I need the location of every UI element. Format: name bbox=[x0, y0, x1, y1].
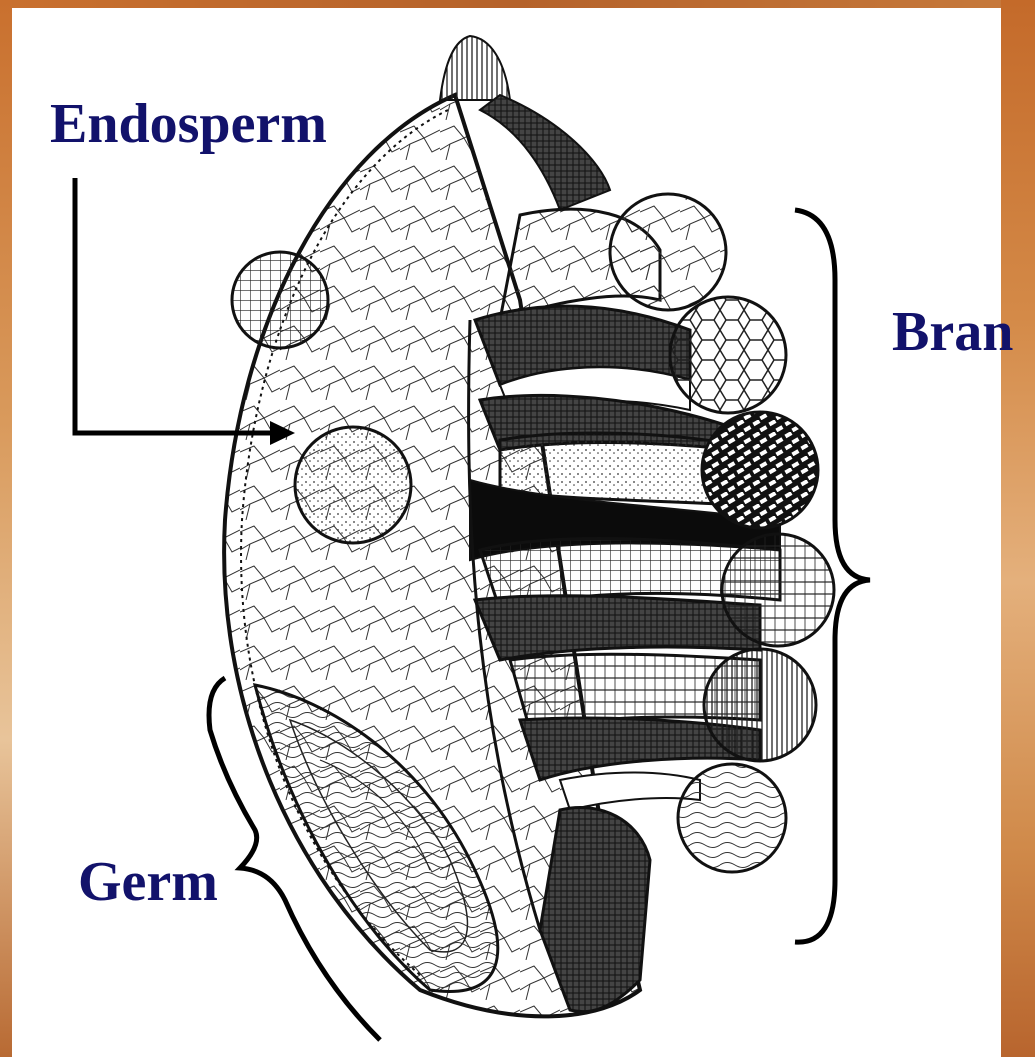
magnified-circle-lines bbox=[722, 534, 834, 646]
magnified-circle-stripes bbox=[704, 649, 816, 761]
bran-label: Bran bbox=[892, 300, 1013, 364]
magnified-circle-endosperm bbox=[295, 427, 411, 543]
magnified-circle-hex bbox=[670, 297, 786, 413]
endosperm-label: Endosperm bbox=[50, 92, 327, 156]
magnified-circle-brick bbox=[702, 412, 818, 528]
magnified-circle-oval-cells bbox=[678, 764, 786, 872]
germ-label: Germ bbox=[78, 850, 218, 914]
bran-outer-strip bbox=[480, 95, 610, 210]
brush-tip bbox=[440, 36, 510, 100]
magnified-circle-left bbox=[232, 252, 328, 348]
magnified-circle-outer-bran bbox=[610, 194, 726, 310]
